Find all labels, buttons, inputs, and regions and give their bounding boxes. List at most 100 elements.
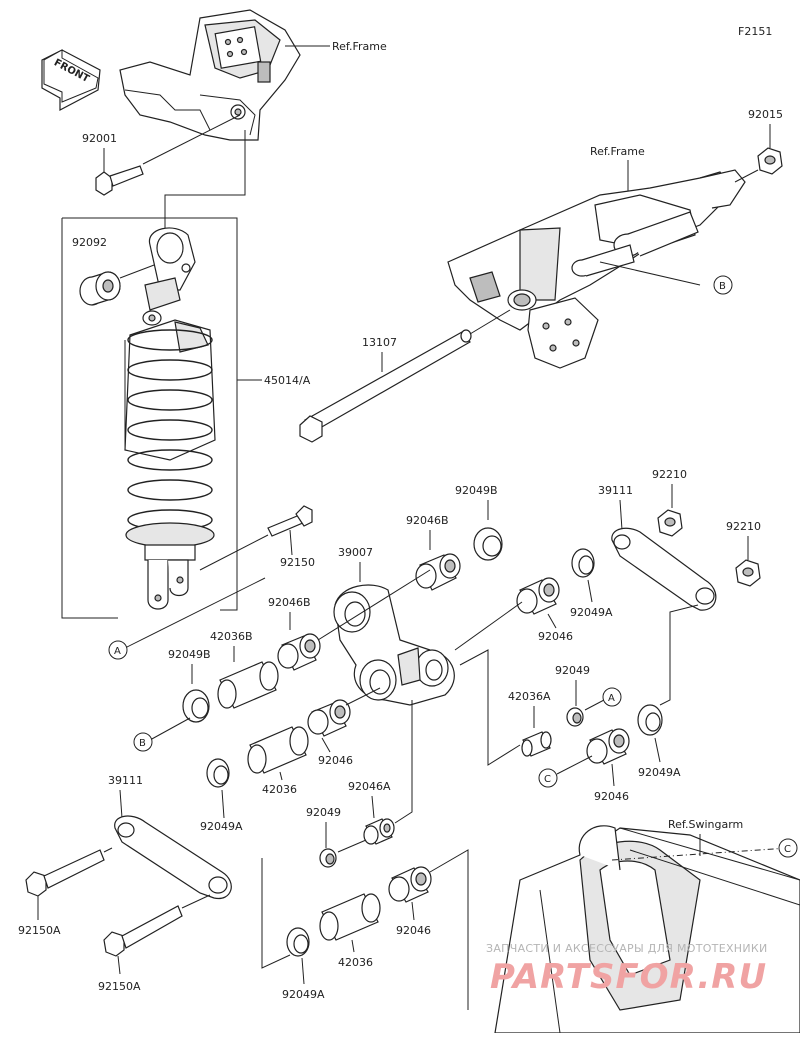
leader-b1 — [149, 717, 191, 741]
part-42036: 42036 — [262, 783, 297, 796]
swingarm-axis — [611, 847, 789, 861]
part-92150: 92150 — [280, 556, 315, 569]
frame-mid — [447, 169, 746, 369]
leader-92150 — [289, 529, 293, 556]
part-42036-low: 42036 — [338, 956, 373, 969]
washer-92049b-left — [182, 689, 210, 723]
watermark-line1: ЗАПЧАСТИ И АКСЕССУАРЫ ДЛЯ МОТОТЕХНИКИ — [486, 942, 768, 955]
watermark-line2: PARTSFOR.RU — [490, 957, 767, 997]
bearing-92046a — [363, 818, 395, 845]
leader-axis-right — [454, 601, 523, 651]
part-92049-mid: 92049 — [306, 806, 341, 819]
sleeve-42036b — [217, 661, 279, 709]
callout-b2 — [713, 275, 733, 295]
part-92049b-left: 92049B — [168, 648, 211, 661]
washer-92049a-low — [286, 927, 310, 957]
bolt-92150a-1 — [25, 849, 105, 897]
leader-92049-mid-axis — [337, 839, 367, 853]
part-39111-right: 39111 — [598, 484, 633, 497]
washer-92049b-top — [473, 527, 503, 561]
figure-id: F2151 — [738, 25, 772, 38]
leader-13107-frame — [469, 309, 511, 335]
leader-92046-right — [547, 613, 557, 629]
part-92049a-lowright: 92049A — [638, 766, 681, 779]
part-42036a: 42036A — [508, 690, 551, 703]
leader-c1 — [556, 755, 593, 775]
part-45014a: 45014/A — [264, 374, 311, 387]
bearing-92046-right — [516, 577, 560, 615]
sleeve-42036-low — [319, 893, 381, 941]
leader-92049a-right — [587, 579, 593, 603]
leader-92046-lowright — [611, 763, 615, 787]
part-92046-right: 92046 — [538, 630, 573, 643]
nut-92015 — [757, 147, 783, 175]
part-39111-left: 39111 — [108, 774, 143, 787]
front-arrow: FRONT — [41, 49, 101, 111]
washer-92049a-lowright — [637, 704, 663, 736]
callout-a2-label: A — [608, 693, 615, 704]
ref-frame-mid: Ref.Frame — [590, 145, 645, 158]
callout-c2 — [778, 838, 798, 858]
callout-b2-label: B — [719, 281, 726, 292]
callout-a1 — [108, 640, 128, 660]
leader-92046-low-axis — [429, 849, 469, 1010]
part-92049a-left: 92049A — [200, 820, 243, 833]
bearing-92046-lowright — [586, 728, 630, 765]
bolt-92150a-2 — [103, 905, 183, 957]
part-92150a-1: 92150A — [18, 924, 61, 937]
ref-swingarm: Ref.Swingarm — [668, 818, 743, 831]
top-frame — [119, 9, 301, 141]
washer-92049a-right — [571, 548, 595, 578]
part-92046a: 92046A — [348, 780, 391, 793]
leader-92150-shock — [199, 534, 269, 571]
callout-c1 — [538, 768, 558, 788]
leader-92049a-lowright — [654, 737, 661, 763]
bolt-92001 — [95, 165, 144, 196]
nut-92210-a — [657, 509, 683, 537]
bearing-92046-mid — [307, 699, 351, 737]
part-92049a-right: 92049A — [570, 606, 613, 619]
bushing-92092 — [79, 271, 121, 306]
leader-frame-shock — [164, 130, 246, 228]
link-39111-right — [611, 527, 717, 611]
leader-92049a-low — [301, 957, 305, 985]
washer-92049-mid — [319, 848, 337, 868]
leader-92049a-left — [221, 789, 225, 819]
part-92049b-top: 92049B — [455, 484, 498, 497]
leader-92049a-lowright-link — [659, 604, 699, 706]
part-42036b: 42036B — [210, 630, 253, 643]
leader-42036-low — [351, 939, 355, 953]
part-39007: 39007 — [338, 546, 373, 559]
part-92015: 92015 — [748, 108, 783, 121]
leader-92150a-2 — [117, 955, 121, 975]
link-39111-left — [114, 815, 232, 900]
callout-a2 — [602, 687, 622, 707]
callout-c2-label: C — [784, 844, 791, 855]
part-92046-low: 92046 — [396, 924, 431, 937]
bracket-45014a — [61, 217, 238, 619]
callout-b1-label: B — [139, 738, 146, 749]
part-92001: 92001 — [82, 132, 117, 145]
part-92046-lowright: 92046 — [594, 790, 629, 803]
washer-92049a-left — [206, 758, 230, 788]
leader-axis-mid — [345, 687, 381, 706]
leader-92049a-low-link — [261, 858, 291, 969]
leader-92001-frame — [142, 114, 241, 165]
part-92046b-top: 92046B — [406, 514, 449, 527]
part-92092: 92092 — [72, 236, 107, 249]
washer-92049-right — [566, 707, 584, 727]
part-92210-b: 92210 — [726, 520, 761, 533]
leader-92046-mid — [321, 737, 331, 753]
part-92210-a: 92210 — [652, 468, 687, 481]
nut-92210-b — [735, 559, 761, 587]
leader-92150a-2-axis — [181, 894, 211, 909]
leader-b2 — [599, 261, 701, 286]
sleeve-42036a — [521, 731, 552, 757]
leader-axis-top — [317, 569, 431, 641]
bearing-92046b-top — [415, 553, 461, 591]
bolt-92150 — [267, 505, 313, 537]
leader-92046a — [371, 795, 375, 819]
leader-42036 — [279, 771, 283, 781]
